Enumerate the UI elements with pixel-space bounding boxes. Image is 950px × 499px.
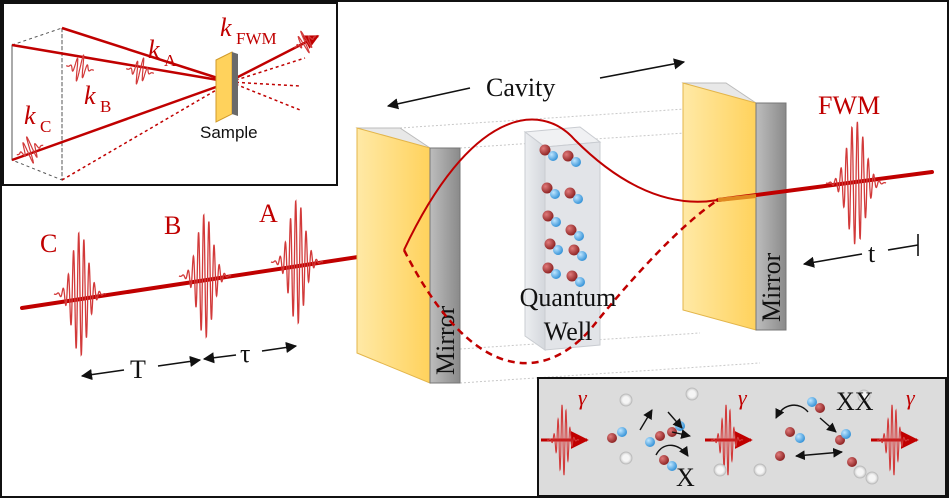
delay-t-arrow (802, 234, 919, 268)
qw-electron (542, 210, 554, 222)
right-mirror (681, 82, 787, 331)
pulse-fwm-wave (825, 121, 887, 245)
process-electron (785, 427, 795, 437)
quantum-well-label-line1: Quantum (520, 283, 617, 312)
inset-pulse-a (125, 57, 155, 85)
process-hole (645, 437, 655, 447)
process-hole (617, 427, 627, 437)
ghost-particle (713, 463, 727, 477)
qw-electron (541, 182, 553, 194)
qw-electron (568, 244, 580, 256)
pulse-a-wave (270, 199, 324, 325)
right-mirror-label: Mirror (757, 252, 786, 322)
process-hole (841, 429, 851, 439)
process-electron (775, 451, 785, 461)
qw-hole (574, 231, 584, 241)
pulse-label-a: A (259, 199, 278, 228)
pulse-label-b: B (164, 211, 181, 240)
delay-T-label: T (130, 355, 146, 384)
process-hole (667, 461, 677, 471)
ghost-particle (753, 463, 767, 477)
qw-hole (577, 251, 587, 261)
qw-electron (566, 270, 578, 282)
quantum-well-label-line2: Well (544, 317, 592, 346)
qw-hole (550, 189, 560, 199)
inset-geometry (2, 2, 338, 186)
process-hole (795, 433, 805, 443)
pulse-c-wave (53, 231, 107, 357)
inset-k-fwm: k (220, 13, 232, 42)
ghost-particle (857, 389, 871, 403)
cavity-arrow-right (599, 58, 686, 79)
delay-tau-arrow (202, 341, 298, 364)
qw-hole (575, 277, 585, 287)
ghost-particle (853, 465, 867, 479)
pulse-group (53, 121, 887, 357)
ghost-particle (865, 471, 879, 485)
output-beam-inside (717, 194, 757, 202)
pulse-b-wave (178, 213, 232, 339)
process-hole (807, 397, 817, 407)
delay-tau-label: τ (240, 339, 250, 368)
inset-k-fwm-sub: FWM (236, 29, 277, 48)
qw-electron (564, 187, 576, 199)
process-pulse-3 (876, 404, 910, 476)
ghost-particle (685, 387, 699, 401)
delay-T-arrow (80, 355, 202, 381)
process-exciton-label: X (676, 463, 695, 492)
process-pulse-1 (546, 404, 580, 476)
pulse-label-fwm: FWM (818, 91, 880, 120)
process-gamma-3: γ (906, 385, 916, 410)
process-arrows (639, 404, 843, 461)
pulse-label-c: C (40, 229, 57, 258)
process-electron (607, 433, 617, 443)
cavity-mode-solid (403, 118, 719, 251)
ghost-particle (619, 451, 633, 465)
process-electron (847, 457, 857, 467)
cavity-label: Cavity (486, 73, 555, 102)
inset-k-c-sub: C (40, 117, 51, 136)
process-pulse-2 (710, 404, 744, 476)
inset-k-a-sub: A (164, 51, 177, 70)
process-pulses (541, 404, 919, 476)
process-biexciton-label: XX (836, 387, 874, 416)
qw-hole (551, 217, 561, 227)
process-particles (607, 387, 879, 485)
qw-electron (565, 224, 577, 236)
inset-pulse-c (16, 136, 44, 164)
inset-k-c: k (24, 101, 36, 130)
qw-electron (539, 144, 551, 156)
inset-pulses (16, 30, 316, 164)
inset-k-b: k (84, 81, 96, 110)
qw-electron (544, 238, 556, 250)
qw-hole (548, 151, 558, 161)
qw-hole (573, 194, 583, 204)
process-gamma-2: γ (738, 385, 748, 410)
qw-hole (571, 157, 581, 167)
delay-t-label: t (868, 239, 876, 268)
qw-electron (562, 150, 574, 162)
process-electron (815, 403, 825, 413)
inset-sample-label: Sample (200, 123, 258, 142)
inset-k-b-sub: B (100, 97, 111, 116)
qw-hole (553, 245, 563, 255)
inset-pulse-fwm (294, 30, 316, 54)
qw-hole (551, 269, 561, 279)
inset-k-a: k (148, 35, 160, 64)
cavity-mode-dashed (402, 198, 719, 365)
process-gamma-1: γ (578, 385, 588, 410)
process-electron (659, 455, 669, 465)
qw-electron (542, 262, 554, 274)
process-electron (655, 431, 665, 441)
cavity-arrow-left (386, 87, 471, 110)
quantum-well-particles (539, 144, 587, 287)
ghost-particle (619, 393, 633, 407)
inset-pulse-b (65, 54, 95, 82)
